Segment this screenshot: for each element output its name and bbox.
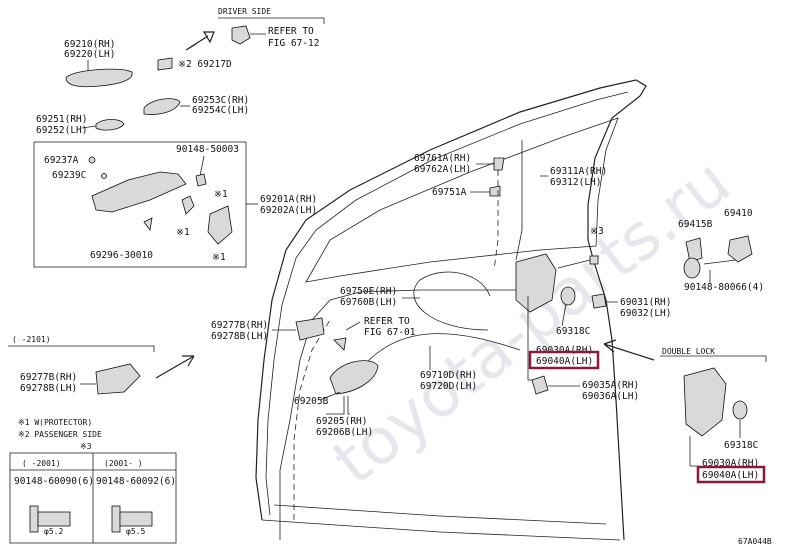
- label-69035a: 69035A(RH): [582, 380, 639, 391]
- label-69202a: 69202A(LH): [260, 205, 317, 216]
- label-69217d: ※2 69217D: [178, 59, 232, 70]
- label-69253c: 69253C(RH): [192, 95, 249, 106]
- label-69030a: 69030A(RH): [536, 345, 593, 356]
- bezel-69277b-part: [295, 317, 325, 341]
- lock-cylinder-part: [231, 25, 251, 45]
- handle-pad-69251-part: [95, 119, 125, 131]
- bezel-2101-group: ( -2101) 69277B(RH) 69278B(LH): [8, 335, 195, 395]
- label-69030a-b: 69030A(RH): [702, 458, 759, 469]
- label-90148-50003: 90148-50003: [176, 144, 239, 155]
- highlight-69040a-double: [696, 465, 766, 484]
- outside-handle-group: 69210(RH) 69220(LH) 69253C(RH) 69254C(LH…: [36, 39, 249, 136]
- double-lock-label: DOUBLE LOCK: [662, 347, 715, 356]
- bolt-col2-dim: φ5.5: [126, 527, 145, 536]
- handle-frame-part: [91, 171, 187, 213]
- mark-1b: ※1: [176, 227, 190, 238]
- handle-frame-box: 69237A 69239C 90148-50003 ※1 ※1 ※1 69296…: [33, 141, 317, 268]
- bolt-col1-part: 90148-60090(6): [14, 476, 94, 487]
- bolt-table: ( -2001) (2001- ) 90148-60090(6) 90148-6…: [9, 452, 177, 544]
- label-69032: 69032(LH): [620, 308, 671, 319]
- inside-handle-part: [329, 360, 379, 395]
- range-2101: ( -2101): [12, 335, 51, 344]
- cable-group: 69750E(RH) 69760B(LH) 69710D(RH) 69720D(…: [340, 286, 521, 392]
- label-69277b-b: 69277B(RH): [20, 372, 77, 383]
- bolt-col2-part: 90148-60092(6): [96, 476, 176, 487]
- label-69277b: 69277B(RH): [211, 320, 268, 331]
- label-69762a: 69762A(LH): [414, 164, 471, 175]
- label-69254c: 69254C(LH): [192, 105, 249, 116]
- figure-code: 67A044B: [738, 537, 772, 546]
- cylinder-69415b-part: [685, 237, 703, 263]
- label-69312: 69312(LH): [550, 177, 601, 188]
- bolt-1-drawing: [29, 505, 71, 533]
- label-69036a: 69036A(LH): [582, 391, 639, 402]
- label-69318c-b: 69318C: [724, 440, 758, 451]
- cover-69217d-part: [157, 57, 173, 71]
- label-69252: 69252(LH): [36, 125, 87, 136]
- refer-fig-67-01-line2: FIG 67-01: [364, 327, 416, 338]
- handle-cover-69253c-part: [143, 98, 181, 115]
- mark-1c: ※1: [212, 252, 226, 263]
- label-69410: 69410: [724, 208, 753, 219]
- label-69239c: 69239C: [52, 170, 86, 181]
- label-69206b: 69206B(LH): [316, 427, 373, 438]
- label-69220: 69220(LH): [64, 49, 115, 60]
- upper-center-group: 69761A(RH) 69762A(LH) 69751A 69311A(RH) …: [414, 140, 607, 271]
- inside-handle-group: 69277B(RH) 69278B(LH) REFER TO FIG 67-01…: [211, 316, 416, 438]
- bolt-2-drawing: [111, 505, 153, 533]
- label-69720d: 69720D(LH): [420, 381, 477, 392]
- driver-side-callout: DRIVER SIDE REFER TO FIG 67-12 ※2 69217D: [157, 7, 325, 71]
- label-69205b: 69205B: [294, 396, 329, 407]
- label-69040a: 69040A(LH): [536, 356, 593, 367]
- clip-69761a-part: [493, 157, 505, 171]
- label-69311a: 69311A(RH): [550, 166, 607, 177]
- label-69296-30010: 69296-30010: [90, 250, 153, 261]
- double-lock-group: DOUBLE LOCK 69318C 69030A(RH) 69040A(LH): [660, 347, 767, 484]
- door-lock-part: [515, 253, 557, 313]
- label-69031: 69031(RH): [620, 297, 671, 308]
- bolt-col1-range: ( -2001): [22, 459, 61, 468]
- label-69751a: 69751A: [432, 187, 467, 198]
- label-69760b: 69760B(LH): [340, 297, 397, 308]
- label-69278b-b: 69278B(LH): [20, 383, 77, 394]
- label-90148-80066: 90148-80066(4): [684, 282, 764, 293]
- door-lock-double-part: [683, 367, 727, 437]
- notes-group: ※1 W(PROTECTOR) ※2 PASSENGER SIDE ※3: [18, 418, 102, 451]
- label-69210: 69210(RH): [64, 39, 115, 50]
- cover-69035a-part: [531, 375, 549, 395]
- bolt-col1-dim: φ5.2: [44, 527, 63, 536]
- label-69040a-b: 69040A(LH): [702, 470, 759, 481]
- grommet-69318c-part: [560, 286, 576, 306]
- refer-fig-67-12-line2: FIG 67-12: [268, 38, 319, 49]
- label-69251: 69251(RH): [36, 114, 87, 125]
- label-69415b: 69415B: [678, 219, 713, 230]
- label-69761a: 69761A(RH): [414, 153, 471, 164]
- bezel-69277b-2101-part: [95, 363, 141, 395]
- note-1: ※1 W(PROTECTOR): [18, 418, 92, 427]
- right-upper-group: 69415B 69410 90148-80066(4): [678, 208, 764, 293]
- cover-69031-part: [591, 293, 607, 309]
- label-69278b: 69278B(LH): [211, 331, 268, 342]
- note-3: ※3: [80, 442, 92, 451]
- door-frame-outline: [255, 79, 647, 541]
- bolt-col2-range: (2001- ): [104, 459, 143, 468]
- label-69201a: 69201A(RH): [260, 194, 317, 205]
- mark-1a: ※1: [214, 189, 228, 200]
- label-69750e: 69750E(RH): [340, 286, 397, 297]
- highlight-69040a-main: [528, 350, 600, 370]
- label-69318c: 69318C: [556, 326, 590, 337]
- label-69237a: 69237A: [44, 155, 79, 166]
- label-69205: 69205(RH): [316, 416, 367, 427]
- mark-3: ※3: [590, 226, 604, 237]
- refer-fig-67-01-line1: REFER TO: [364, 316, 410, 327]
- driver-side-label: DRIVER SIDE: [218, 7, 271, 16]
- cylinder-69410-part: [727, 235, 753, 263]
- outside-handle-part: [65, 68, 133, 88]
- refer-fig-67-12-line1: REFER TO: [268, 26, 314, 37]
- lock-assembly-group: ※3 69031(RH) 69032(LH) 69318C 69030A(RH)…: [413, 226, 671, 402]
- label-69710d: 69710D(RH): [420, 370, 477, 381]
- note-2: ※2 PASSENGER SIDE: [18, 430, 102, 439]
